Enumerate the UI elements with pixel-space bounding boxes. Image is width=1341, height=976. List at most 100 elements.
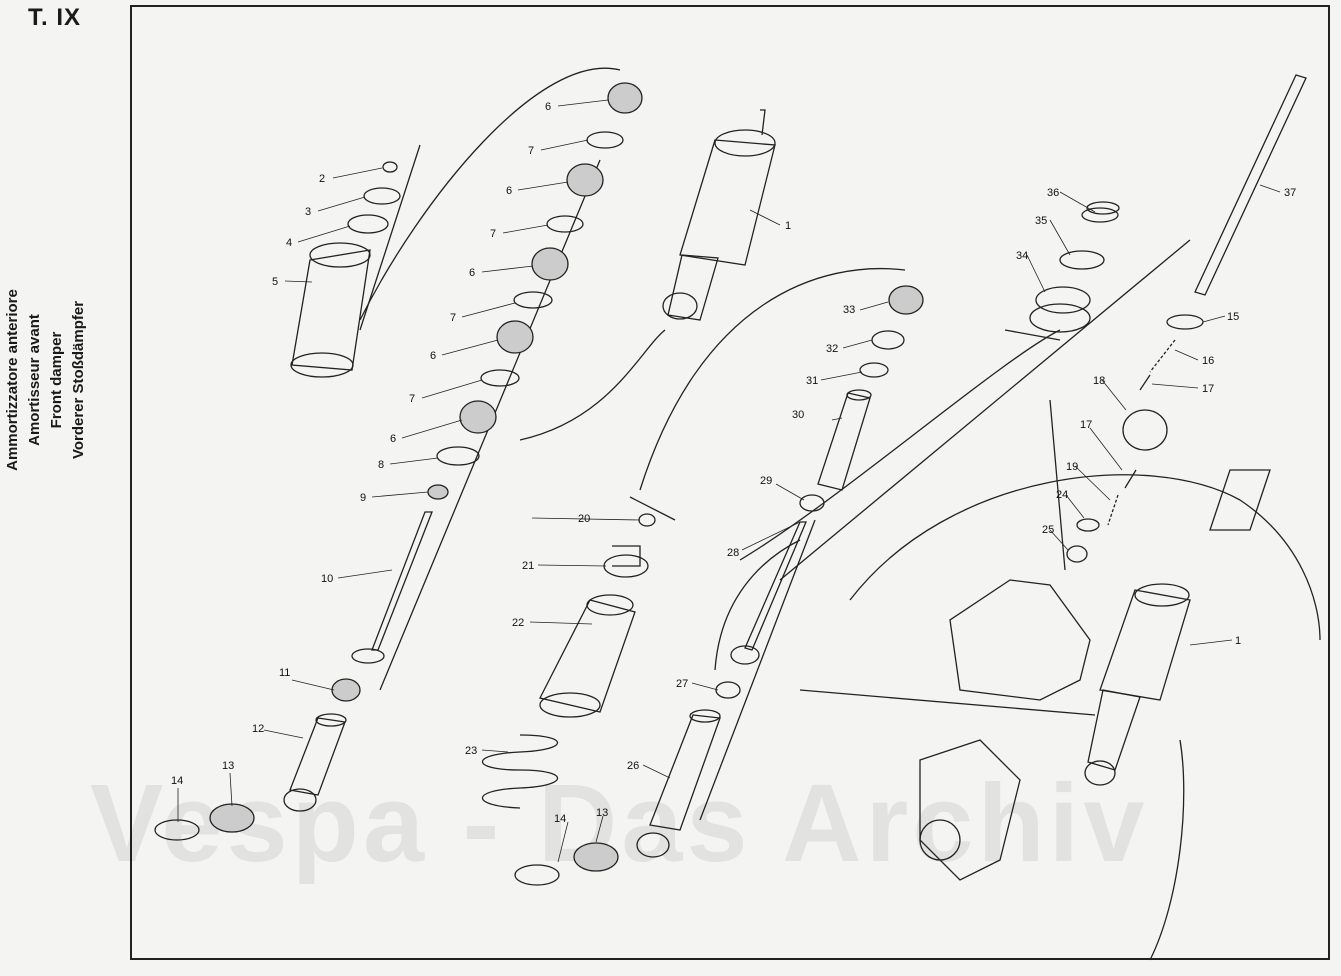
label-5: 5 (272, 276, 278, 288)
part-washer-31 (859, 362, 889, 378)
guide-line (779, 239, 1191, 581)
label-19: 19 (1066, 461, 1078, 473)
part-sleeve-top (586, 594, 634, 616)
part-spring-19 (1107, 494, 1119, 526)
label-13: 13 (222, 760, 234, 772)
part-tube-30 (817, 392, 871, 491)
part-tube-eye (283, 788, 317, 812)
part-valve-body-18 (1122, 409, 1168, 451)
label-28: 28 (727, 547, 739, 559)
label-17: 17 (1202, 383, 1214, 395)
part-valve-27 (715, 681, 741, 699)
label-16: 16 (1202, 355, 1214, 367)
label-1: 1 (785, 220, 791, 232)
label-11: 11 (279, 667, 290, 679)
label-6: 6 (545, 101, 551, 113)
part-pin-17 (1124, 469, 1137, 489)
label-21: 21 (522, 560, 534, 572)
label-7: 7 (450, 312, 456, 324)
part-piston (730, 645, 760, 665)
part-damper-mounted-top (1134, 583, 1190, 607)
part-bush (427, 484, 449, 500)
part-top-mount (1035, 286, 1091, 314)
part-cup-stem (612, 545, 641, 567)
part-rod (371, 511, 433, 651)
label-15: 15 (1227, 311, 1239, 323)
label-26: 26 (627, 760, 639, 772)
part-cup (513, 291, 553, 309)
part-washer-24 (1076, 518, 1100, 532)
guide-line (699, 519, 816, 821)
part-top-mount-base (1029, 303, 1091, 333)
watermark: Vespa - Das Archiv (90, 762, 1149, 885)
label-7: 7 (409, 393, 415, 405)
part-rubber-block (459, 400, 497, 434)
part-washer (363, 187, 401, 205)
part-sleeve-bottom (539, 692, 601, 718)
part-damper-mounted-eye (1084, 760, 1116, 786)
part-sleeve (514, 864, 560, 886)
label-37: 37 (1284, 187, 1296, 199)
label-10: 10 (321, 573, 333, 585)
label-20: 20 (578, 513, 590, 525)
part-cup (480, 369, 520, 387)
label-23: 23 (465, 745, 477, 757)
part-spring (482, 734, 558, 809)
label-27: 27 (676, 678, 688, 690)
label-6: 6 (506, 185, 512, 197)
part-pin-17 (1139, 374, 1151, 391)
part-tube-top (689, 709, 721, 723)
part-tube-top (846, 389, 872, 401)
part-cap-top (309, 242, 371, 268)
part-cup (546, 215, 584, 233)
label-8: 8 (378, 459, 384, 471)
label-24: 24 (1056, 489, 1068, 501)
guide-line (1049, 399, 1066, 571)
part-damper-top (714, 129, 776, 157)
label-17: 17 (1080, 419, 1092, 431)
label-33: 33 (843, 304, 855, 316)
part-long-rod (1194, 74, 1307, 296)
fender-outline (1149, 739, 1185, 961)
part-rubber-11 (331, 678, 361, 702)
part-sleeve (154, 819, 200, 841)
part-damper-body (679, 139, 776, 266)
part-nut (638, 513, 656, 527)
part-sleeve-22 (539, 599, 636, 713)
guide-arrow (799, 689, 1096, 716)
part-washer-35 (1059, 250, 1105, 270)
label-6: 6 (469, 267, 475, 279)
part-rubber-block (607, 82, 643, 114)
part-rod-foot (351, 648, 385, 664)
label-32: 32 (826, 343, 838, 355)
part-washer-15 (1166, 314, 1204, 330)
part-spring-washer (1081, 207, 1119, 223)
label-14: 14 (554, 813, 566, 825)
part-tube (289, 717, 346, 796)
guide-arrow (519, 329, 666, 441)
label-4: 4 (286, 237, 292, 249)
part-damper-stud (760, 109, 766, 136)
part-cap (291, 249, 371, 371)
part-nut (382, 161, 398, 173)
part-cup-8 (436, 446, 480, 466)
part-damper-eye (662, 292, 698, 320)
label-6: 6 (390, 433, 396, 445)
label-18: 18 (1093, 375, 1105, 387)
plate-number: T. IX (28, 4, 82, 31)
part-tube (649, 714, 721, 831)
part-tube-top (315, 713, 347, 727)
label-29: 29 (760, 475, 772, 487)
label-7: 7 (490, 228, 496, 240)
label-9: 9 (360, 492, 366, 504)
part-seal-29 (799, 494, 825, 512)
part-rubber-block (566, 163, 604, 197)
fork-link (949, 579, 1091, 701)
part-rubber-block (496, 320, 534, 354)
guide-line (629, 496, 676, 521)
part-cap-bottom (290, 352, 354, 378)
part-nut-25 (1066, 545, 1088, 563)
label-30: 30 (792, 409, 804, 421)
label-6: 6 (430, 350, 436, 362)
